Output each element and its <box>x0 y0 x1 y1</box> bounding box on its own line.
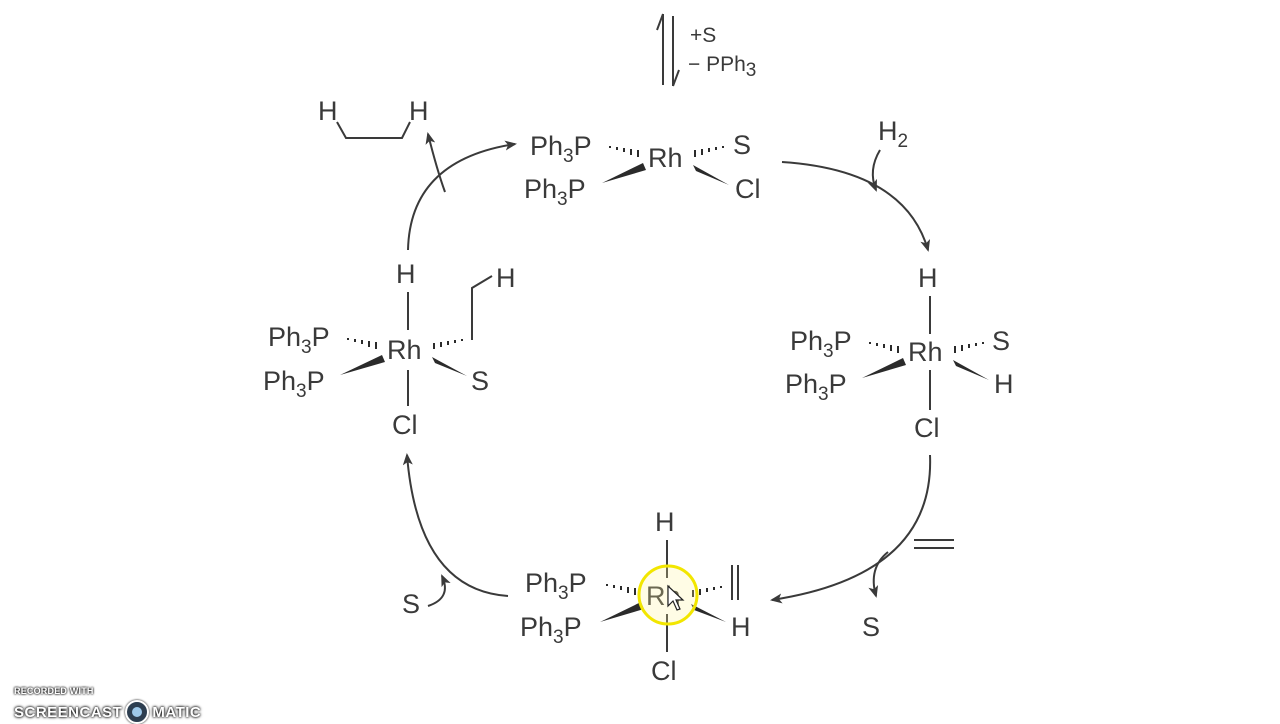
ligand-pph3-top-2: Ph3P <box>524 174 586 210</box>
reagent-h2: H2 <box>878 116 908 152</box>
watermark-right-text: MATIC <box>152 703 202 721</box>
watermark-left-text: SCREENCAST <box>14 703 123 721</box>
metal-rh-top: Rh <box>648 143 683 173</box>
alkyl-chain-bond <box>471 275 493 340</box>
equilibrium-arrows <box>656 13 680 87</box>
arrow-s-in-left <box>427 574 451 607</box>
arrow-s-out-right <box>868 551 889 598</box>
arrow-right-to-bottom <box>770 454 932 604</box>
arrow-left-to-top <box>407 140 517 251</box>
hashed-bond-top-left <box>609 146 639 157</box>
arrow-bottom-to-left <box>402 453 509 597</box>
arrow-h2-in <box>867 149 881 192</box>
ligand-h-bottom-right: H <box>731 612 751 642</box>
watermark-recorded-with: RECORDED WITH <box>14 686 94 696</box>
wedge-bond-bottom-left <box>600 602 644 622</box>
ligand-s-right: S <box>992 326 1010 356</box>
wedge-bond-left-right <box>432 357 467 376</box>
ligand-pph3-right-1: Ph3P <box>790 326 852 362</box>
ligand-pph3-bottom-2: Ph3P <box>520 612 582 648</box>
hashed-bond-right-right <box>954 342 984 353</box>
wedge-bond-right-left <box>862 358 906 378</box>
reagent-s-released: S <box>862 612 880 642</box>
hashed-bond-left-left <box>347 338 377 349</box>
wedge-bond-right-right <box>953 360 989 380</box>
ligand-cl-left: Cl <box>392 410 418 440</box>
reagent-s-added: S <box>402 589 420 619</box>
hashed-bond-top-right <box>694 146 724 157</box>
ethane-bond <box>336 121 411 139</box>
ligand-cl-right: Cl <box>914 413 940 443</box>
wedge-bond-bottom-right <box>691 604 726 622</box>
complex-bottom: H Ph3P Ph3P Rh H Cl <box>520 507 751 686</box>
arrow-ethane-out <box>425 132 446 193</box>
complex-left: H Ph3P Ph3P Rh H S Cl <box>263 259 516 440</box>
ethane-h-2: H <box>409 96 429 126</box>
wedge-bond-top-right <box>693 165 729 185</box>
ligand-h-left-top: H <box>396 259 416 289</box>
ligand-cl-bottom: Cl <box>651 656 677 686</box>
hashed-bond-bottom-right <box>692 586 722 597</box>
screencast-watermark: RECORDED WITH SCREENCAST MATIC <box>14 686 224 724</box>
arrow-top-to-right <box>781 161 931 252</box>
ligand-pph3-left-1: Ph3P <box>268 322 330 358</box>
ligand-h-alkyl: H <box>496 263 516 293</box>
wedge-bond-top-left <box>602 163 646 183</box>
ligand-pph3-bottom-1: Ph3P <box>525 568 587 604</box>
equilibrium-minus-pph3: − PPh3 <box>688 53 756 81</box>
ligand-cl-top: Cl <box>735 174 761 204</box>
mouse-cursor-icon <box>667 584 685 611</box>
ligand-pph3-right-2: Ph3P <box>785 369 847 405</box>
metal-rh-right: Rh <box>908 337 943 367</box>
ligand-pph3-top-1: Ph3P <box>530 131 592 167</box>
ligand-s-top: S <box>733 130 751 160</box>
equilibrium-plus-s: +S <box>690 24 716 47</box>
hashed-bond-left-right <box>433 339 463 349</box>
hashed-bond-bottom-left <box>606 584 636 595</box>
screencast-logo-icon <box>125 700 150 724</box>
ligand-h-bottom-top: H <box>655 507 675 537</box>
watermark-brand: SCREENCAST MATIC <box>14 700 201 724</box>
hashed-bond-right-left <box>869 342 899 353</box>
complex-top: Ph3P Ph3P Rh S Cl <box>524 130 761 210</box>
wedge-bond-left-left <box>340 355 385 375</box>
metal-rh-left: Rh <box>387 335 422 365</box>
ligand-h-right: H <box>994 369 1014 399</box>
ligand-h-right-top: H <box>918 263 938 293</box>
ethane-h-1: H <box>318 96 338 126</box>
ligand-s-left: S <box>471 366 489 396</box>
complex-right: H Ph3P Ph3P Rh S H Cl <box>785 263 1014 443</box>
ligand-pph3-left-2: Ph3P <box>263 366 325 402</box>
